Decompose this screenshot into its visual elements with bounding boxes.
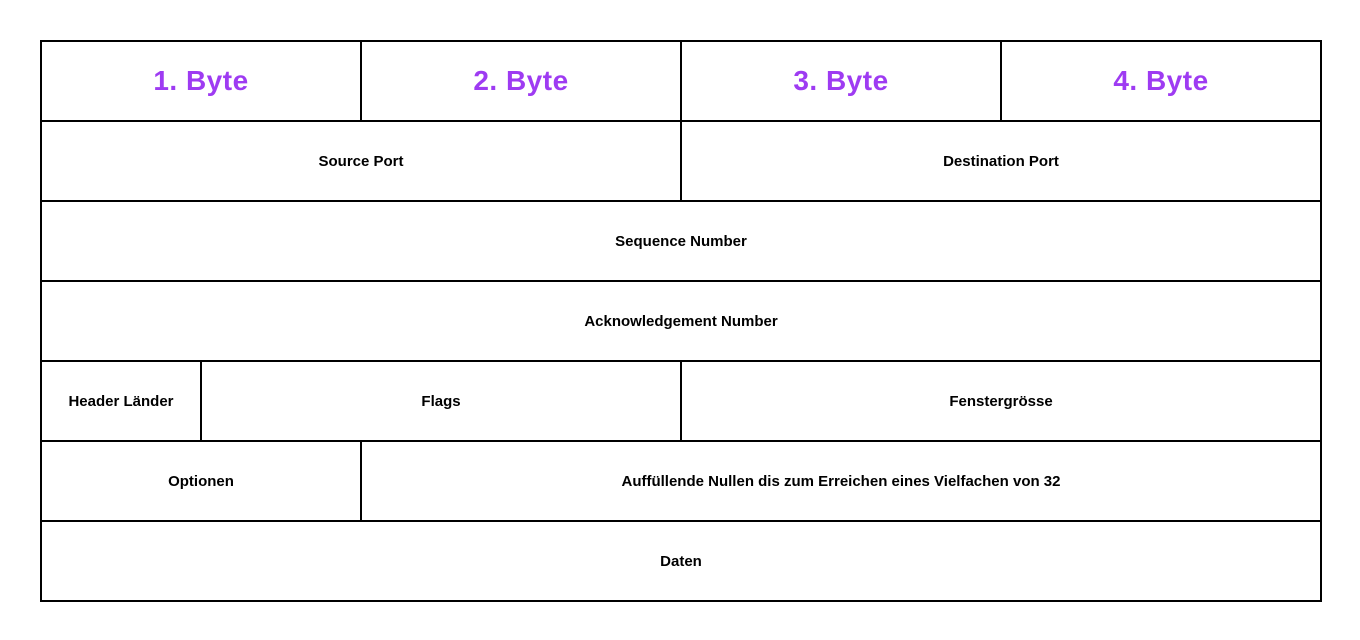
byte-header-1: 1. Byte [41, 41, 361, 121]
field-flags: Flags [201, 361, 681, 441]
tcp-header-table: 1. Byte 2. Byte 3. Byte 4. Byte Source P… [40, 40, 1322, 602]
field-source-port: Source Port [41, 121, 681, 201]
field-header-length: Header Länder [41, 361, 201, 441]
field-options: Optionen [41, 441, 361, 521]
field-destination-port: Destination Port [681, 121, 1321, 201]
field-padding: Auffüllende Nullen dis zum Erreichen ein… [361, 441, 1321, 521]
byte-header-2: 2. Byte [361, 41, 681, 121]
byte-header-3: 3. Byte [681, 41, 1001, 121]
tcp-header-diagram: 1. Byte 2. Byte 3. Byte 4. Byte Source P… [40, 40, 1322, 602]
field-window-size: Fenstergrösse [681, 361, 1321, 441]
byte-header-4: 4. Byte [1001, 41, 1321, 121]
field-data: Daten [41, 521, 1321, 601]
field-acknowledgement-number: Acknowledgement Number [41, 281, 1321, 361]
field-sequence-number: Sequence Number [41, 201, 1321, 281]
